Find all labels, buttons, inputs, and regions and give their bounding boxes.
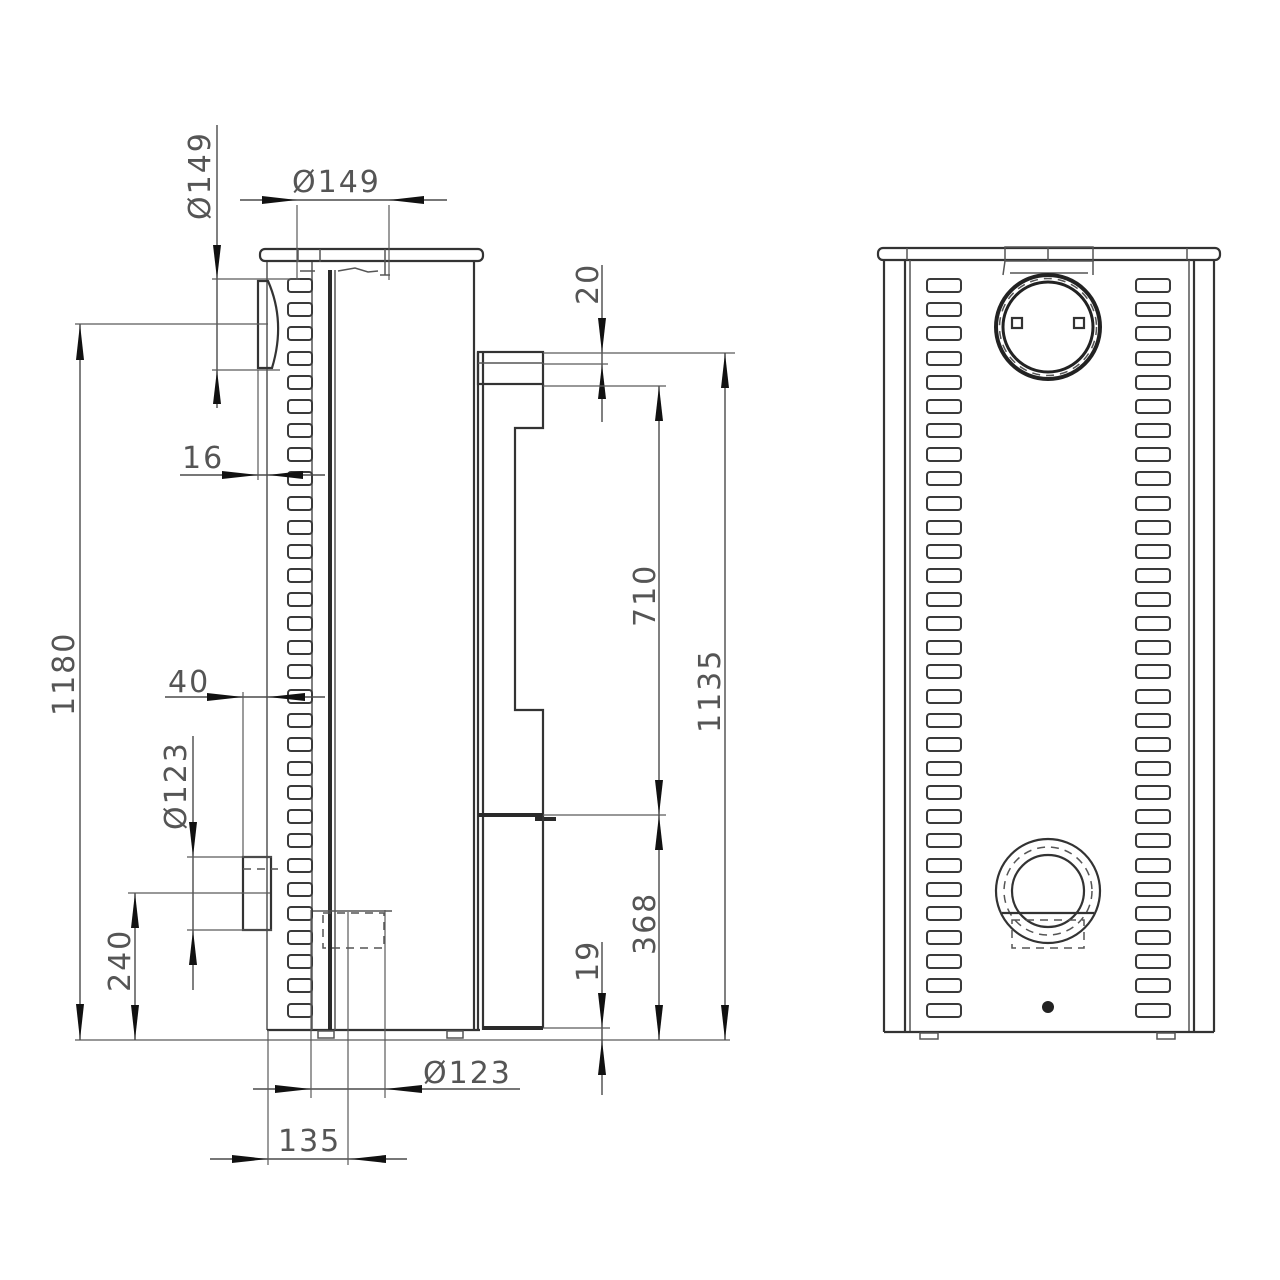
dim-label-door-bottom-height: 368 bbox=[628, 892, 663, 955]
rear-flue-outlet bbox=[994, 273, 1102, 381]
dim-label-door-height: 710 bbox=[628, 564, 663, 627]
dim-label-rear-inlet-height: 240 bbox=[103, 929, 138, 992]
dim-label-base-gap: 19 bbox=[571, 940, 606, 982]
dim-side-offset: 40 bbox=[165, 665, 325, 857]
dim-rear-inlet-diameter: Ø123 bbox=[159, 736, 272, 990]
dim-rear-offset: 16 bbox=[180, 370, 325, 480]
dim-base-gap: 19 bbox=[543, 940, 610, 1095]
dim-top-flue-horizontal: Ø149 bbox=[240, 165, 447, 280]
dim-label-bottom-inlet-diameter: Ø123 bbox=[423, 1056, 512, 1091]
dim-label-rear-inlet-diameter: Ø123 bbox=[159, 741, 194, 830]
rear-air-inlet bbox=[994, 837, 1102, 949]
top-plate bbox=[258, 247, 485, 263]
dim-top-flue-vertical: Ø149 bbox=[183, 125, 300, 408]
dim-overall-height: 1180 bbox=[47, 323, 268, 1040]
rear-vent-slots-left bbox=[926, 278, 962, 1018]
side-vent-slots bbox=[287, 278, 313, 1018]
dim-door-top-offset: 20 bbox=[543, 263, 735, 422]
dim-label-overall-height: 1180 bbox=[47, 632, 82, 716]
dim-bottom-inlet-offset: 135 bbox=[210, 912, 407, 1165]
dim-label-side-offset: 40 bbox=[168, 665, 210, 700]
dim-label-top-flue-h: Ø149 bbox=[292, 165, 381, 200]
dim-label-top-flue-v: Ø149 bbox=[183, 131, 218, 220]
rear-vent-slots-right bbox=[1135, 278, 1171, 1018]
door-window bbox=[513, 384, 545, 815]
dim-label-door-top-offset: 20 bbox=[571, 263, 606, 305]
rear-bolt bbox=[1042, 1001, 1054, 1013]
rear-flue-cap bbox=[256, 279, 280, 370]
rear-top-plate bbox=[876, 246, 1222, 262]
dim-flue-outlet-height: 1135 bbox=[693, 353, 729, 1040]
bottom-inlet bbox=[322, 912, 385, 949]
dim-bottom-inlet-diameter: Ø123 bbox=[253, 910, 520, 1098]
rear-view bbox=[876, 246, 1222, 1040]
dim-door-height: 710 bbox=[543, 385, 666, 816]
dim-door-bottom-height: 368 bbox=[628, 815, 663, 1040]
side-view: Ø149 Ø149 16 1180 bbox=[47, 125, 735, 1165]
dim-label-bottom-inlet-offset: 135 bbox=[278, 1124, 341, 1159]
dim-label-flue-outlet-height: 1135 bbox=[693, 649, 728, 733]
dim-rear-inlet-height: 240 bbox=[103, 892, 270, 1040]
dim-label-rear-offset: 16 bbox=[182, 441, 224, 476]
